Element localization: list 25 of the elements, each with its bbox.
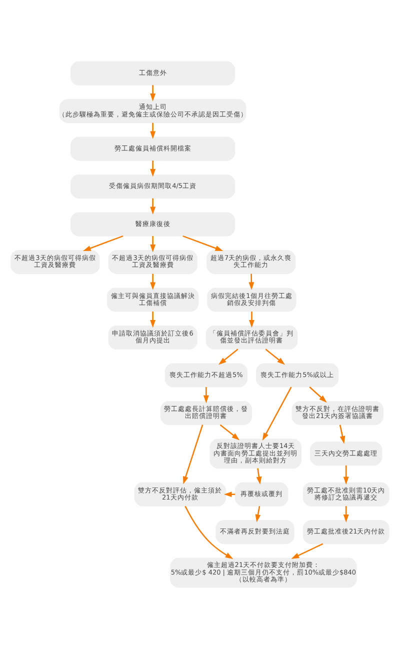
arrow <box>255 506 261 522</box>
arrow <box>343 465 349 484</box>
arrow <box>262 386 292 440</box>
arrow <box>150 311 156 328</box>
arrow <box>339 424 346 444</box>
arrow <box>265 348 285 364</box>
arrow <box>150 160 156 176</box>
arrow <box>248 273 254 290</box>
arrow <box>150 198 156 214</box>
arrow <box>249 311 254 328</box>
arrow <box>309 386 327 402</box>
arrow <box>220 424 240 440</box>
arrow <box>256 468 262 484</box>
arrow <box>183 424 204 484</box>
arrow <box>203 386 209 403</box>
arrow <box>150 273 156 290</box>
arrow <box>150 236 156 252</box>
arrow <box>182 234 224 250</box>
arrow <box>150 122 156 139</box>
arrow <box>150 84 156 101</box>
arrow <box>224 491 236 497</box>
arrow <box>291 542 324 558</box>
arrow <box>83 234 124 250</box>
arrow <box>184 505 234 558</box>
arrow <box>218 348 238 364</box>
